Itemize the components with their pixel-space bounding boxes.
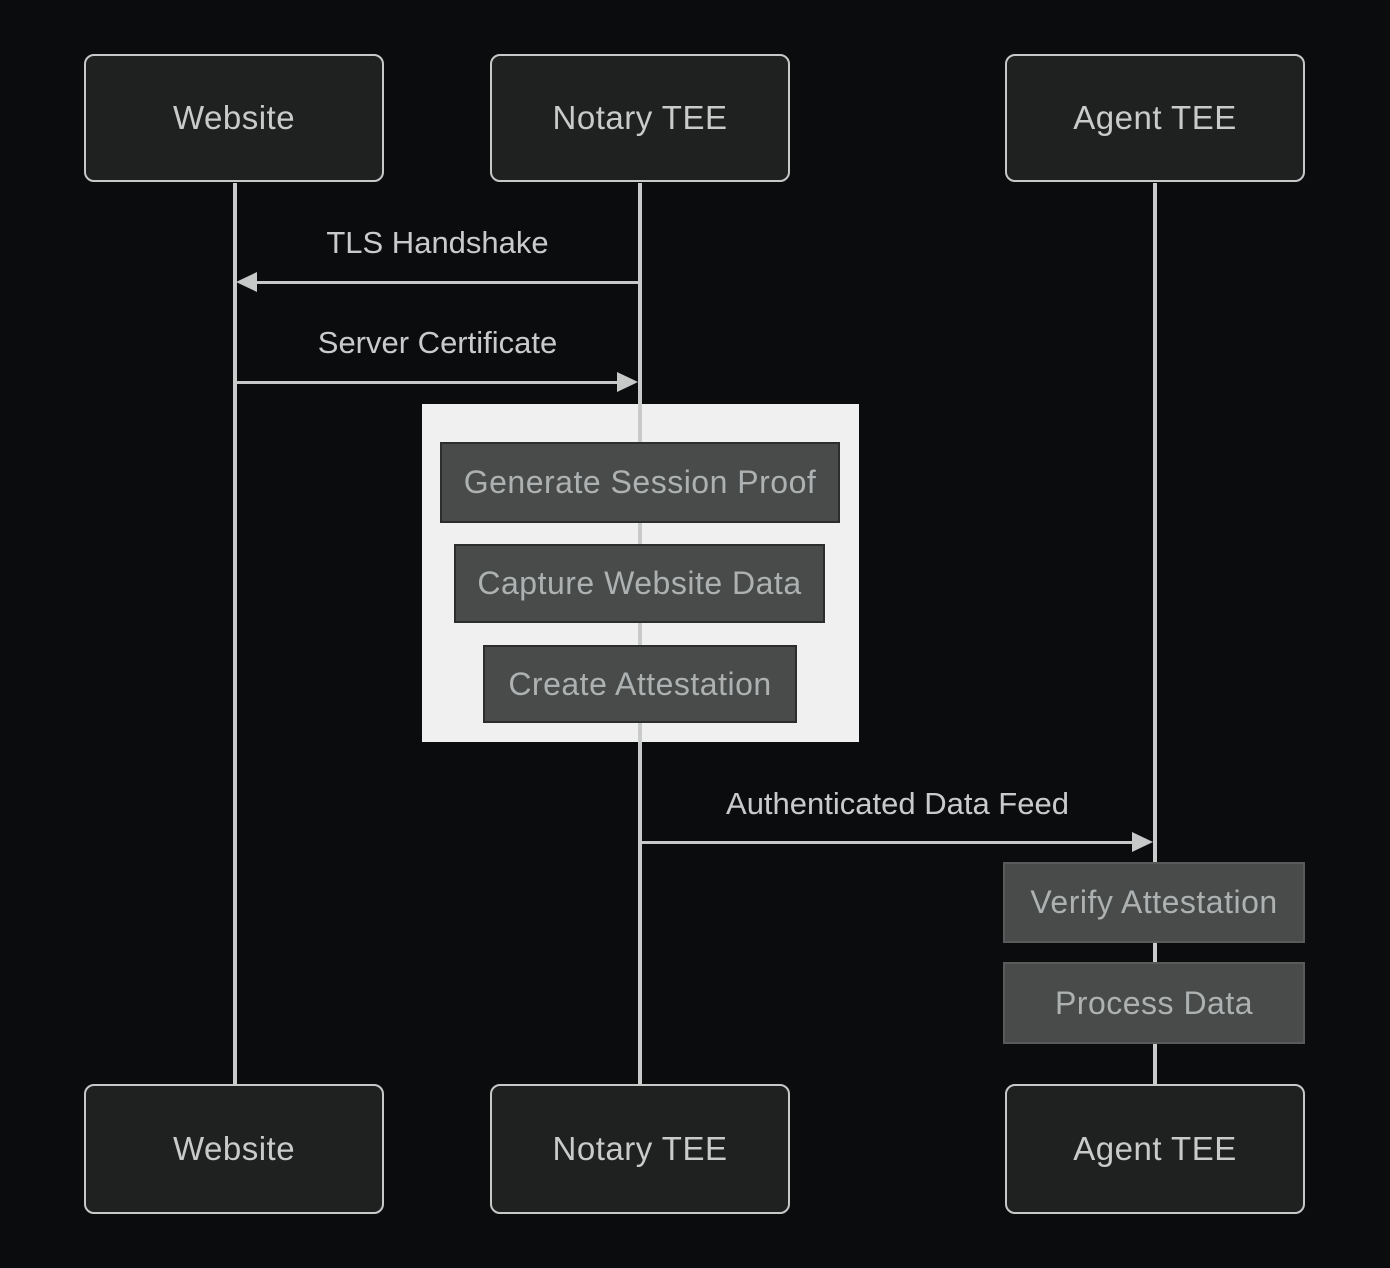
website-lifeline (233, 183, 237, 1084)
message-line-tls-handshake (256, 281, 640, 284)
action-process-data: Process Data (1003, 962, 1305, 1044)
actor-agent-tee-bottom: Agent TEE (1005, 1084, 1305, 1214)
actor-website-top-label: Website (172, 99, 296, 136)
action-capture-website-data: Capture Website Data (454, 544, 825, 623)
actor-agent-tee-top-label: Agent TEE (1073, 99, 1237, 136)
message-label-server-certificate: Server Certificate (317, 325, 558, 360)
action-process-data-label: Process Data (1054, 984, 1254, 1021)
message-line-server-certificate (235, 381, 618, 384)
actor-website-bottom-label: Website (172, 1130, 296, 1167)
action-create-attestation-label: Create Attestation (508, 665, 772, 702)
message-label-authenticated-data-feed: Authenticated Data Feed (726, 786, 1069, 821)
arrowhead-left-icon (236, 272, 257, 292)
arrowhead-right-icon (617, 372, 638, 392)
actor-notary-tee-bottom-label: Notary TEE (552, 1130, 728, 1167)
actor-notary-tee-top-label: Notary TEE (552, 99, 728, 136)
arrowhead-right-icon (1132, 832, 1153, 852)
actor-notary-tee-bottom: Notary TEE (490, 1084, 790, 1214)
message-label-tls-handshake: TLS Handshake (326, 225, 549, 260)
agent-tee-lifeline (1153, 183, 1157, 1084)
action-generate-session-proof: Generate Session Proof (440, 442, 840, 523)
actor-website-bottom: Website (84, 1084, 384, 1214)
message-line-authenticated-data-feed (642, 841, 1133, 844)
action-create-attestation: Create Attestation (483, 645, 797, 723)
actor-notary-tee-top: Notary TEE (490, 54, 790, 182)
action-capture-website-data-label: Capture Website Data (477, 565, 802, 601)
actor-agent-tee-bottom-label: Agent TEE (1073, 1130, 1237, 1167)
notary-tee-lifeline (638, 183, 642, 1084)
action-verify-attestation: Verify Attestation (1003, 862, 1305, 943)
actor-agent-tee-top: Agent TEE (1005, 54, 1305, 182)
action-verify-attestation-label: Verify Attestation (1030, 884, 1278, 920)
action-generate-session-proof-label: Generate Session Proof (463, 464, 817, 500)
actor-website-top: Website (84, 54, 384, 182)
